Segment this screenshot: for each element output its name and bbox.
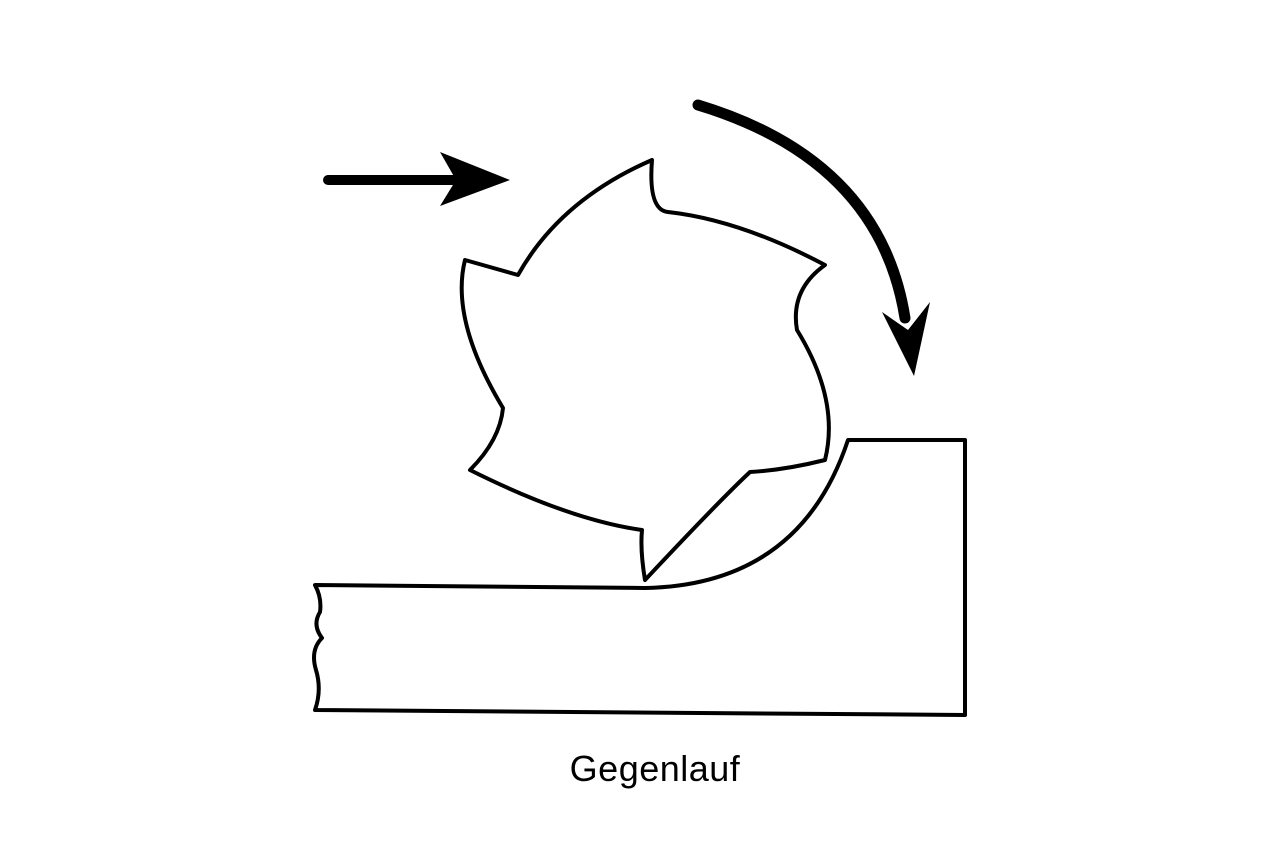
workpiece bbox=[312, 438, 967, 717]
arrow-right-icon bbox=[323, 152, 510, 206]
diagram-caption: Gegenlauf bbox=[569, 748, 741, 789]
milling-cutter bbox=[459, 158, 831, 582]
rotation-arrow-clockwise-icon bbox=[692, 99, 930, 376]
